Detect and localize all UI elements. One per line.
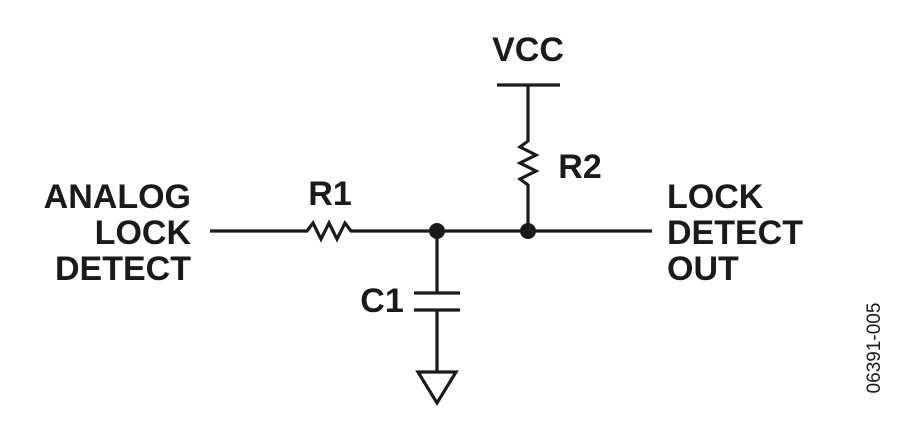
input-label-line-3: DETECT	[55, 250, 191, 288]
output-label-line-2: DETECT	[667, 214, 803, 252]
r2-label: R2	[558, 148, 601, 186]
r1-resistor	[299, 219, 359, 243]
vcc-label: VCC	[492, 31, 564, 69]
ground-icon	[415, 370, 459, 407]
junction-dot-c1	[429, 223, 445, 239]
c1-label: C1	[360, 282, 403, 320]
r1-label: R1	[308, 175, 351, 213]
output-label-line-1: LOCK	[667, 178, 764, 216]
input-label-line-1: ANALOG	[44, 178, 191, 216]
r2-resistor	[516, 135, 540, 191]
junction-dot-r2	[520, 223, 536, 239]
input-label: ANALOG LOCK DETECT	[44, 178, 192, 288]
figure-id: 06391-005	[864, 303, 885, 394]
output-label: LOCK DETECT OUT	[667, 178, 803, 288]
input-label-line-2: LOCK	[95, 214, 192, 252]
output-label-line-3: OUT	[667, 250, 739, 288]
